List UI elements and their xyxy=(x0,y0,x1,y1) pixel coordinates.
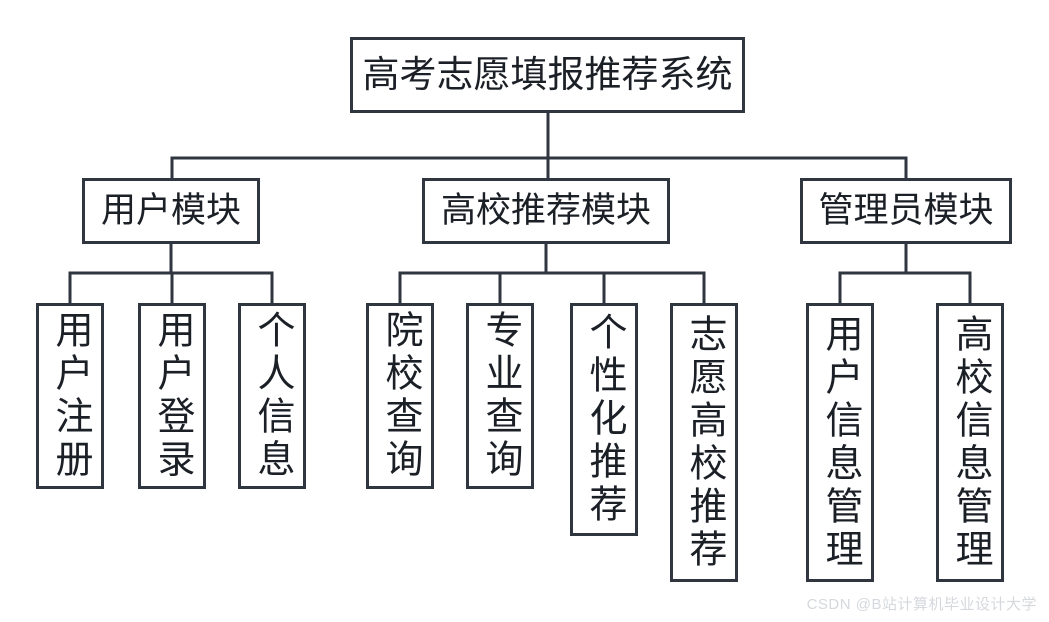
node-leaf-major-query-label: 专业查询 xyxy=(479,310,521,482)
node-leaf-user-login[interactable]: 用户登录 xyxy=(138,303,206,489)
node-module-recommendation[interactable]: 高校推荐模块 xyxy=(422,178,670,244)
node-module-user-label: 用户模块 xyxy=(100,191,241,231)
node-leaf-personal-info[interactable]: 个人信息 xyxy=(238,303,306,489)
node-leaf-volunteer-school-recommendation[interactable]: 志愿高校推荐 xyxy=(670,303,738,582)
node-leaf-school-query[interactable]: 院校查询 xyxy=(366,303,434,489)
node-leaf-user-info-management[interactable]: 用户信息管理 xyxy=(806,303,874,582)
node-leaf-school-query-label: 院校查询 xyxy=(379,310,421,482)
node-leaf-personalized-recommendation-label: 个性化推荐 xyxy=(583,312,625,527)
node-leaf-personalized-recommendation[interactable]: 个性化推荐 xyxy=(570,303,638,536)
watermark-text: CSDN @B站计算机毕业设计大学 xyxy=(806,596,1037,613)
node-leaf-volunteer-school-recommendation-label: 志愿高校推荐 xyxy=(683,313,725,572)
node-leaf-personal-info-label: 个人信息 xyxy=(251,310,293,482)
node-leaf-user-register[interactable]: 用户注册 xyxy=(36,303,104,489)
node-root-label: 高考志愿填报推荐系统 xyxy=(362,54,733,96)
node-module-admin[interactable]: 管理员模块 xyxy=(800,178,1012,244)
node-leaf-user-register-label: 用户注册 xyxy=(49,310,91,482)
node-leaf-school-info-management[interactable]: 高校信息管理 xyxy=(936,303,1004,582)
node-module-admin-label: 管理员模块 xyxy=(818,191,994,231)
node-leaf-user-info-management-label: 用户信息管理 xyxy=(819,313,861,572)
node-module-user[interactable]: 用户模块 xyxy=(82,178,260,244)
node-module-recommendation-label: 高校推荐模块 xyxy=(440,191,651,231)
node-leaf-major-query[interactable]: 专业查询 xyxy=(466,303,534,489)
node-leaf-user-login-label: 用户登录 xyxy=(151,310,193,482)
node-leaf-school-info-management-label: 高校信息管理 xyxy=(949,313,991,572)
node-root-system[interactable]: 高考志愿填报推荐系统 xyxy=(350,37,745,113)
